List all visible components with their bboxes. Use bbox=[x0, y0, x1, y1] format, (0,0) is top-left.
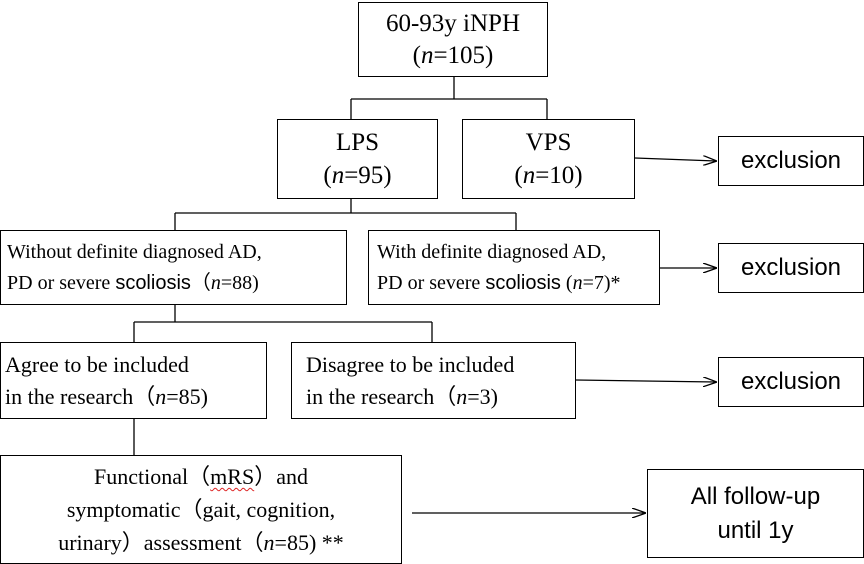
root-title: 60-93y iNPH bbox=[386, 8, 520, 40]
assessment-mrs: mRS bbox=[210, 464, 255, 489]
with-ad-line2: PD or severe scoliosis (n=7)* bbox=[377, 268, 621, 299]
agree-node: Agree to be included in the research（n=8… bbox=[0, 342, 267, 419]
without-ad-line2: PD or severe scoliosis（n=88) bbox=[7, 268, 259, 299]
vps-count-var: n bbox=[522, 162, 536, 189]
assessment-line1: Functional（mRS）and bbox=[94, 460, 308, 493]
without-ad-count-open: （ bbox=[190, 271, 211, 294]
agree-count-value: =85) bbox=[166, 383, 208, 409]
without-ad-criteria: PD or severe bbox=[7, 271, 116, 294]
agree-line2: in the research（n=85) bbox=[5, 381, 208, 413]
lps-title: LPS bbox=[335, 129, 380, 156]
without-ad-scoliosis: scoliosis bbox=[115, 271, 191, 294]
lps-node: LPS (n=95) bbox=[277, 119, 438, 199]
disagree-line1: Disagree to be included bbox=[306, 351, 515, 377]
lps-count-open: ( bbox=[323, 162, 332, 189]
without-ad-count-var: n bbox=[210, 271, 221, 294]
vps-count-open: ( bbox=[514, 162, 523, 189]
lps-count: (n=95) bbox=[323, 159, 391, 192]
lps-count-var: n bbox=[331, 162, 345, 189]
agree-count-var: n bbox=[155, 383, 167, 409]
vps-count: (n=10) bbox=[514, 159, 582, 192]
assessment-count-var: n bbox=[263, 530, 275, 555]
with-ad-scoliosis: scoliosis bbox=[485, 271, 561, 294]
lps-count-value: =95) bbox=[344, 162, 392, 189]
assessment-functional: Functional（ bbox=[94, 464, 211, 489]
with-ad-node: With definite diagnosed AD, PD or severe… bbox=[368, 230, 660, 305]
agree-line1: Agree to be included bbox=[5, 351, 189, 377]
with-ad-count-open: ( bbox=[560, 271, 573, 294]
vps-title: VPS bbox=[525, 129, 572, 156]
root-count-var: n bbox=[420, 41, 434, 69]
exclusion-label: exclusion bbox=[740, 368, 842, 395]
root-count-value: =105) bbox=[433, 41, 494, 69]
vps-count-value: =10) bbox=[535, 162, 583, 189]
exclusion-label: exclusion bbox=[740, 254, 842, 281]
assessment-line3: urinary）assessment（n=85) ** bbox=[58, 526, 344, 559]
without-ad-node: Without definite diagnosed AD, PD or sev… bbox=[0, 230, 347, 305]
vps-node: VPS (n=10) bbox=[462, 119, 635, 199]
followup-line1: All follow-up bbox=[690, 482, 821, 510]
assessment-count-value: =85) ** bbox=[274, 530, 344, 555]
without-ad-line1: Without definite diagnosed AD, bbox=[7, 240, 262, 263]
with-ad-count-var: n bbox=[572, 271, 583, 294]
exclusion-box-disagree: exclusion bbox=[718, 357, 864, 407]
disagree-count-value: =3) bbox=[467, 383, 498, 409]
arrow-disagree-exclusion bbox=[575, 380, 716, 382]
assessment-node: Functional（mRS）and symptomatic（gait, cog… bbox=[0, 455, 402, 564]
exclusion-box-with-ad: exclusion bbox=[718, 243, 864, 293]
exclusion-label: exclusion bbox=[740, 147, 842, 174]
followup-line2: until 1y bbox=[717, 516, 794, 544]
with-ad-count-value: =7)* bbox=[582, 271, 621, 294]
agree-line2-text: in the research（ bbox=[5, 383, 156, 409]
assessment-and: ）and bbox=[254, 464, 308, 489]
root-title-text: 60-93y iNPH bbox=[385, 9, 521, 37]
assessment-line2: symptomatic（gait, cognition, bbox=[66, 497, 336, 522]
assessment-line3-text: urinary）assessment（ bbox=[58, 530, 264, 555]
disagree-count-var: n bbox=[456, 383, 468, 409]
root-count: (n=105) bbox=[413, 40, 494, 72]
root-node: 60-93y iNPH (n=105) bbox=[358, 2, 548, 77]
arrow-vps-exclusion bbox=[634, 158, 716, 161]
followup-node: All follow-up until 1y bbox=[647, 469, 864, 558]
with-ad-line1: With definite diagnosed AD, bbox=[377, 240, 607, 263]
disagree-node: Disagree to be included in the research（… bbox=[291, 342, 576, 419]
exclusion-box-vps: exclusion bbox=[718, 136, 864, 186]
with-ad-criteria: PD or severe bbox=[377, 271, 486, 294]
disagree-line2-text: in the research（ bbox=[306, 383, 457, 409]
disagree-line2: in the research（n=3) bbox=[306, 381, 498, 413]
root-count-open: ( bbox=[412, 41, 421, 69]
without-ad-count-value: =88) bbox=[220, 271, 259, 294]
